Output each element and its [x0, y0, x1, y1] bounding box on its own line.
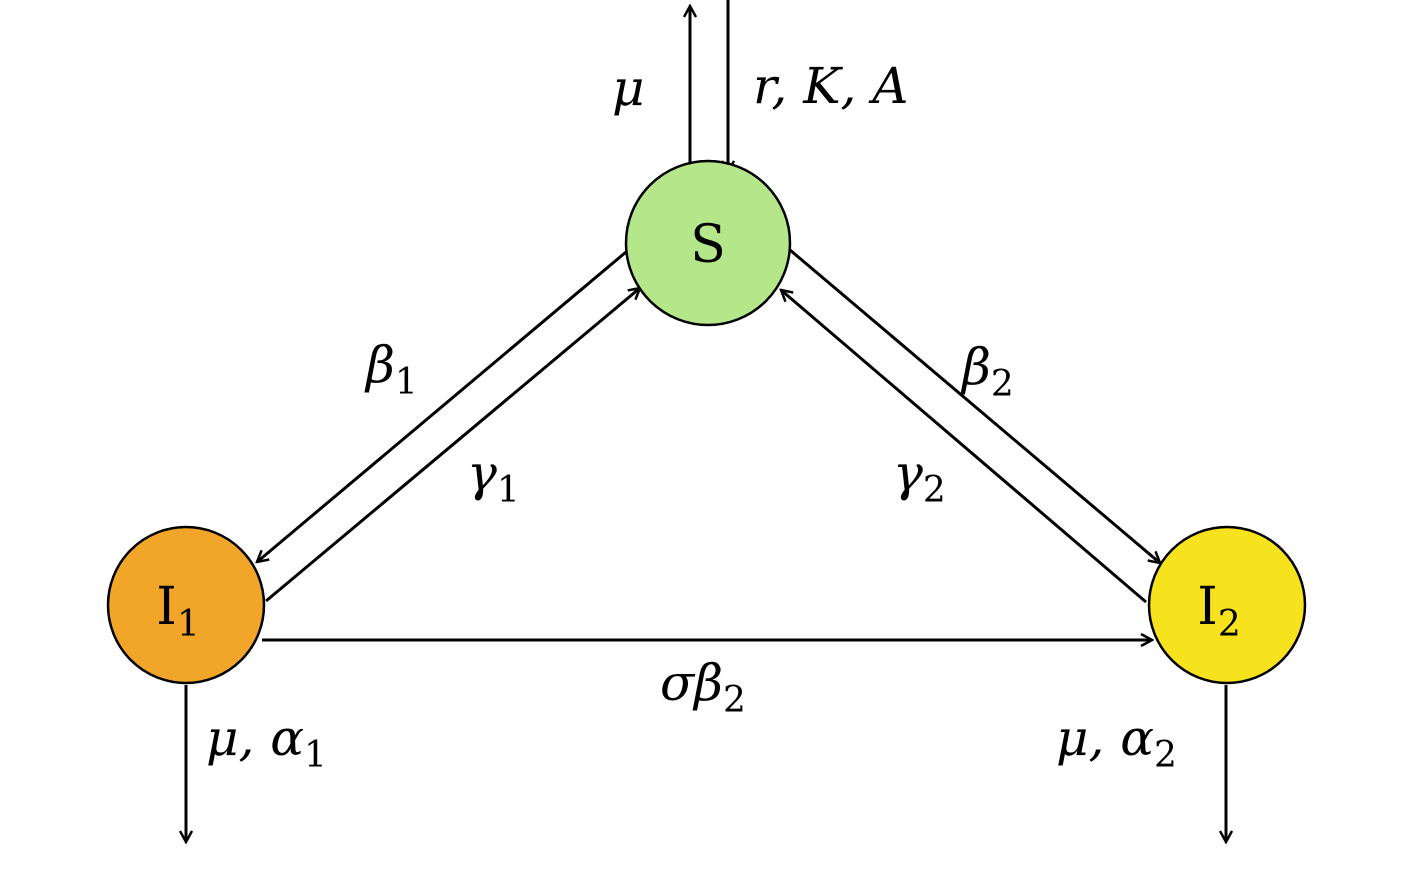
node-i1: I1 — [106, 525, 266, 685]
sigma-beta2-label: σβ2 — [660, 654, 746, 721]
gamma1-arrow — [265, 288, 640, 603]
beta1-label: β1 — [364, 336, 418, 403]
i2-outflow-label: μ, α2 — [1056, 709, 1177, 776]
node-i2-label: I2 — [1197, 577, 1240, 645]
node-i2: I2 — [1147, 525, 1307, 685]
beta2-arrow — [789, 248, 1160, 563]
i1-outflow-label: μ, α1 — [206, 709, 327, 776]
s-inflow-label: r, K, A — [753, 57, 908, 115]
node-i1-label: I1 — [156, 577, 199, 645]
beta2-label: β2 — [960, 338, 1014, 405]
node-s-label: S — [690, 215, 726, 275]
gamma2-label: γ2 — [893, 444, 946, 511]
gamma2-arrow — [781, 290, 1147, 604]
gamma1-label: γ1 — [467, 444, 520, 511]
beta1-arrow — [257, 250, 627, 562]
s-outflow-label: μ — [612, 59, 645, 117]
node-s: S — [624, 159, 792, 327]
